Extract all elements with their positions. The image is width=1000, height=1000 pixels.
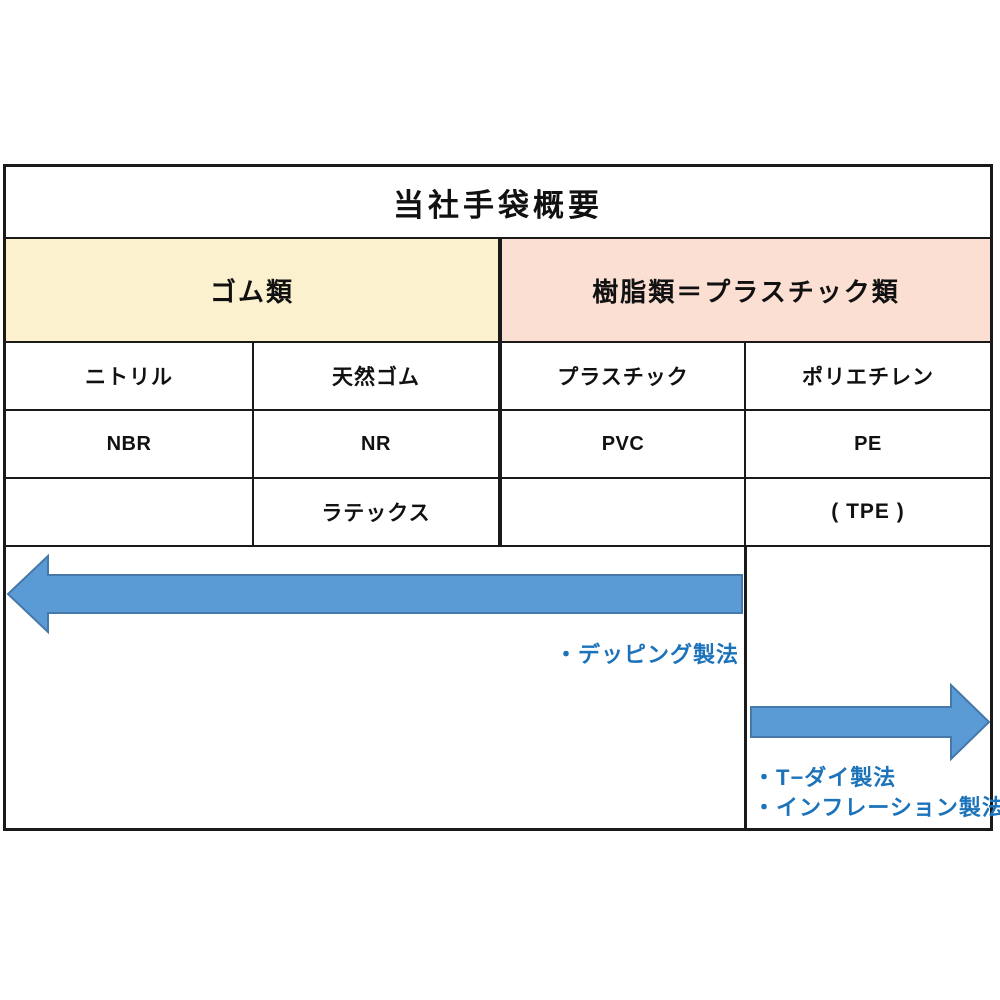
table-title-row: 当社手袋概要 <box>6 167 990 239</box>
right-arrow-icon <box>750 683 991 761</box>
cell-latex-extra: ラテックス <box>252 479 498 545</box>
dipping-method-area: ・デッピング製法 <box>6 547 744 828</box>
glove-overview-table: 当社手袋概要 ゴム類 樹脂類＝プラスチック類 ニトリル 天然ゴム プラスチック … <box>3 164 1000 831</box>
cell-pe-code: PE <box>744 411 990 477</box>
t-die-method-label: ・T−ダイ製法 <box>753 765 897 790</box>
extrusion-method-area: ・T−ダイ製法 ・インフレーション製法 <box>744 547 1000 828</box>
cell-natural-rubber-name: 天然ゴム <box>252 343 498 409</box>
group-plastic-label: 樹脂類＝プラスチック類 <box>592 276 900 307</box>
cell-polyethylene-name: ポリエチレン <box>744 343 990 409</box>
dipping-method-label: ・デッピング製法 <box>554 642 739 667</box>
left-arrow-icon <box>6 554 743 634</box>
cell-nbr-code: NBR <box>106 432 152 455</box>
cell-tpe-extra: ( TPE ) <box>744 479 990 545</box>
material-extra-row: ラテックス ( TPE ) <box>6 479 990 547</box>
cell-empty-2 <box>498 479 744 545</box>
cell-empty-1 <box>6 479 252 545</box>
group-header-rubber: ゴム類 <box>6 239 498 341</box>
manufacturing-methods-row: ・デッピング製法 ・T−ダイ製法 ・インフレーション製法 <box>6 547 1000 828</box>
cell-nr-code: NR <box>252 411 498 477</box>
group-rubber-label: ゴム類 <box>209 276 294 307</box>
material-code-row: NBR NR PVC PE <box>6 411 990 479</box>
group-header-row: ゴム類 樹脂類＝プラスチック類 <box>6 239 990 343</box>
material-name-row: ニトリル 天然ゴム プラスチック ポリエチレン <box>6 343 990 411</box>
page-title: 当社手袋概要 <box>393 187 603 223</box>
cell-plastic-name: プラスチック <box>498 343 744 409</box>
group-header-plastic: 樹脂類＝プラスチック類 <box>498 239 990 341</box>
cell-pvc-code: PVC <box>498 411 744 477</box>
cell-nitrile-name: ニトリル <box>85 366 173 389</box>
inflation-method-label: ・インフレーション製法 <box>753 795 1000 820</box>
extrusion-method-labels: ・T−ダイ製法 ・インフレーション製法 <box>753 763 1000 823</box>
